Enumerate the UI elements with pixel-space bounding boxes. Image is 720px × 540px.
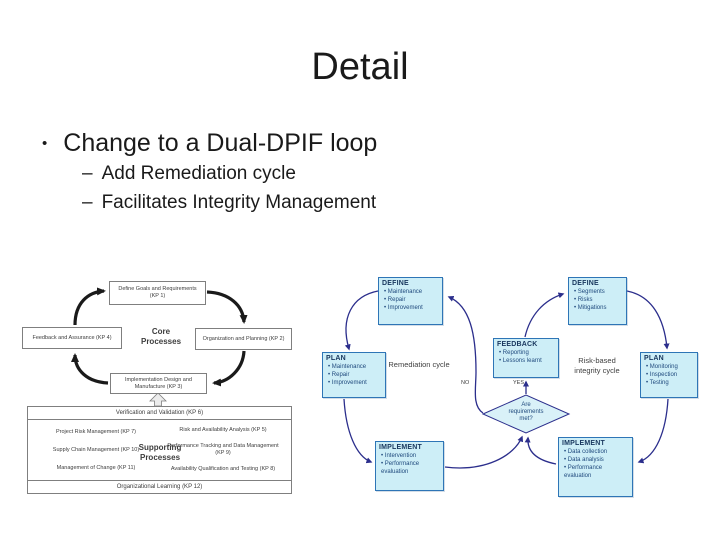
box-title: DEFINE [572,280,599,287]
int-implement-box: IMPLEMENT Data collection Data analysis … [558,437,633,497]
int-plan-box: PLAN Monitoring Inspection Testing [640,352,698,398]
box-title: PLAN [326,355,346,362]
organizational-learning-band: Organizational Learning (KP 12) [28,480,291,493]
box-item: Mitigations [572,304,624,312]
int-define-box: DEFINE Segments Risks Mitigations [568,277,627,325]
sub-bullet-text: Add Remediation cycle [101,163,296,184]
box-item: Risks [572,296,624,304]
arrow-implementation-to-feedback [71,353,109,385]
remediation-cycle-label: Remediation cycle [388,360,450,369]
box-item: Repair [326,371,383,379]
box-item: Repair [382,296,440,304]
page-title: Detail [311,46,409,88]
box-title: IMPLEMENT [562,440,606,447]
box-item: Performance evaluation [379,460,441,476]
box-title: DEFINE [382,280,409,287]
arrow-int-define-to-plan [626,290,670,350]
box-item: Intervention [379,452,441,460]
supporting-left-column: Project Risk Management (KP 7) Supply Ch… [40,423,152,477]
bullet-line: • Change to a Dual-DPIF loop [42,129,377,158]
box-item: Performance evaluation [562,464,630,480]
arrow-decision-no-to-rem-define [447,296,484,414]
arrow-int-implement-to-decision [524,436,557,465]
core-processes-label: Core Processes [140,327,182,347]
box-item: Improvement [326,379,383,387]
box-item: Improvement [382,304,440,312]
supporting-item: Risk and Availability Analysis (KP 5) [179,427,267,434]
block-up-arrow-icon [149,392,167,407]
box-item: Testing [644,379,695,387]
arrow-organization-to-implementation [212,350,246,387]
arrow-define-to-organization [206,290,248,324]
yes-label: YES [513,380,525,386]
box-item: Reporting [497,349,556,357]
no-label: NO [461,380,470,386]
decision-text: Are requirements met? [508,402,544,423]
box-item: Maintenance [382,288,440,296]
rem-define-box: DEFINE Maintenance Repair Improvement [378,277,443,325]
arrow-int-plan-to-implement [637,398,669,464]
rem-implement-box: IMPLEMENT Intervention Performance evalu… [375,441,444,491]
feedback-box: FEEDBACK Reporting Lessons learnt [493,338,559,378]
supporting-item: Project Risk Management (KP 7) [56,428,136,435]
supporting-processes-box: Verification and Validation (KP 6) Organ… [27,406,292,494]
core-box-implementation: Implementation Design and Manufacture (K… [110,373,207,394]
box-item: Data analysis [562,456,630,464]
core-box-organization: Organization and Planning (KP 2) [195,328,292,350]
arrow-feedback-to-define [73,287,106,326]
box-title: IMPLEMENT [379,444,423,451]
supporting-processes-label: Supporting Processes [138,443,182,463]
supporting-item: Management of Change (KP 11) [56,464,136,471]
core-box-feedback: Feedback and Assurance (KP 4) [22,327,122,349]
arrow-feedback-to-int-define [524,292,565,338]
sub-bullet-line: –Facilitates Integrity Management [82,192,376,214]
box-item: Data collection [562,448,630,456]
supporting-item: Performance Tracking and Data Management… [167,443,279,456]
arrow-rem-implement-to-decision [444,435,524,469]
bullet-text: Change to a Dual-DPIF loop [63,129,378,157]
dash-icon: – [82,163,93,184]
arrow-rem-plan-to-implement [343,398,373,464]
verification-band: Verification and Validation (KP 6) [28,407,291,420]
arrow-rem-define-to-plan [344,290,379,351]
box-title: PLAN [644,355,664,362]
rem-plan-box: PLAN Maintenance Repair Improvement [322,352,386,398]
supporting-item: Supply Chain Management (KP 10) [52,446,140,453]
sub-bullet-text: Facilitates Integrity Management [101,192,377,213]
integrity-cycle-label: Risk-based integrity cycle [574,356,620,376]
box-item: Inspection [644,371,695,379]
sub-bullet-line: –Add Remediation cycle [82,163,296,185]
supporting-item: Availability Qualification and Testing (… [170,465,276,472]
box-item: Monitoring [644,363,695,371]
bullet-icon: • [42,135,48,152]
dash-icon: – [82,192,93,213]
box-item: Segments [572,288,624,296]
supporting-right-column: Risk and Availability Analysis (KP 5) Pe… [167,423,279,477]
box-item: Maintenance [326,363,383,371]
box-title: FEEDBACK [497,341,538,348]
box-item: Lessons learnt [497,357,556,365]
core-box-define: Define Goals and Requirements (KP 1) [109,281,206,305]
